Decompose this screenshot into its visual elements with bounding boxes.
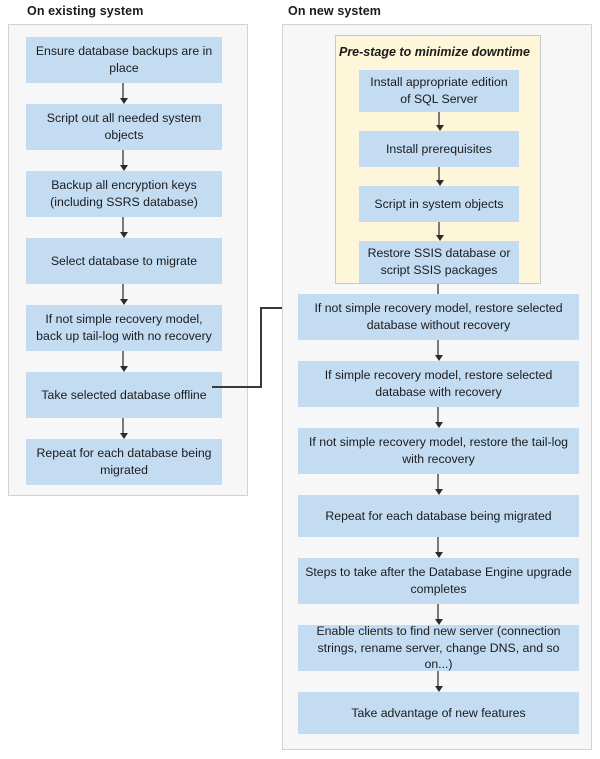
- step-script-out-objects[interactable]: Script out all needed system objects: [26, 104, 222, 150]
- panel-new-system: Pre-stage to minimize downtime Install a…: [282, 24, 592, 750]
- step-repeat-each-database-new[interactable]: Repeat for each database being migrated: [298, 495, 579, 537]
- step-post-upgrade-steps[interactable]: Steps to take after the Database Engine …: [298, 558, 579, 604]
- step-restore-with-recovery[interactable]: If simple recovery model, restore select…: [298, 361, 579, 407]
- connector-segment-vertical: [260, 307, 262, 388]
- step-script-in-system-objects[interactable]: Script in system objects: [359, 186, 519, 222]
- arrow-down-icon: [119, 150, 128, 171]
- arrow-down-icon: [434, 537, 443, 558]
- arrow-down-icon: [434, 340, 443, 361]
- step-install-sql-server[interactable]: Install appropriate edition of SQL Serve…: [359, 70, 519, 112]
- arrow-down-icon: [119, 83, 128, 104]
- arrow-down-icon: [435, 222, 444, 241]
- step-backup-encryption-keys[interactable]: Backup all encryption keys (including SS…: [26, 171, 222, 217]
- prestage-group: Pre-stage to minimize downtime Install a…: [335, 35, 541, 284]
- arrow-down-icon: [435, 167, 444, 186]
- arrow-down-icon: [119, 351, 128, 372]
- step-select-database[interactable]: Select database to migrate: [26, 238, 222, 284]
- step-backup-tail-log[interactable]: If not simple recovery model, back up ta…: [26, 305, 222, 351]
- step-restore-tail-log[interactable]: If not simple recovery model, restore th…: [298, 428, 579, 474]
- step-install-prerequisites[interactable]: Install prerequisites: [359, 131, 519, 167]
- column-header-new-system: On new system: [288, 4, 381, 18]
- step-enable-clients[interactable]: Enable clients to find new server (conne…: [298, 624, 579, 671]
- step-restore-ssis-database[interactable]: Restore SSIS database or script SSIS pac…: [359, 241, 519, 283]
- arrow-down-icon: [119, 418, 128, 439]
- arrow-down-icon: [435, 112, 444, 131]
- step-take-database-offline[interactable]: Take selected database offline: [26, 372, 222, 418]
- arrow-down-icon: [434, 407, 443, 428]
- step-repeat-each-database[interactable]: Repeat for each database being migrated: [26, 439, 222, 485]
- arrow-down-icon: [434, 474, 443, 495]
- step-restore-without-recovery[interactable]: If not simple recovery model, restore se…: [298, 294, 579, 340]
- arrow-down-icon: [434, 671, 443, 692]
- arrow-down-icon: [119, 284, 128, 305]
- panel-existing-system: Ensure database backups are in place Scr…: [8, 24, 248, 496]
- prestage-title: Pre-stage to minimize downtime: [338, 45, 530, 59]
- arrow-down-icon: [119, 217, 128, 238]
- step-take-advantage-new-features[interactable]: Take advantage of new features: [298, 692, 579, 734]
- step-ensure-backups[interactable]: Ensure database backups are in place: [26, 37, 222, 83]
- column-header-existing-system: On existing system: [27, 4, 144, 18]
